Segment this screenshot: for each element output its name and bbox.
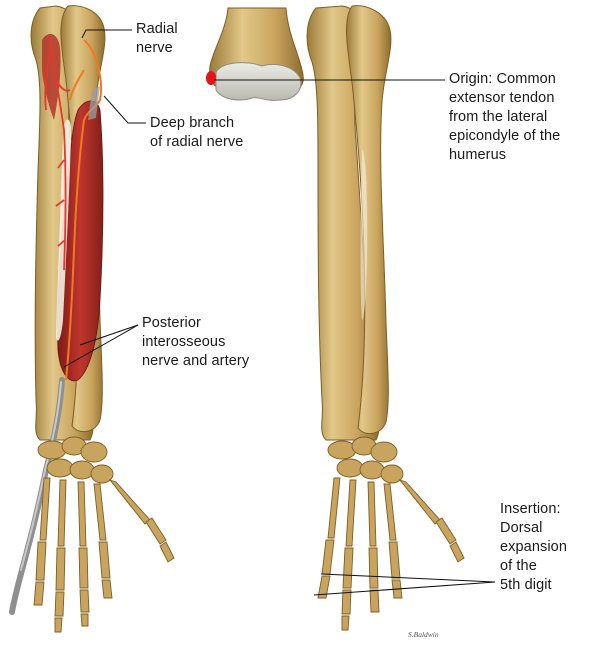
left-tendon-highlight [20, 381, 62, 571]
leader-deep-branch [103, 95, 146, 124]
label-line: Radial [136, 21, 178, 37]
humerus-condyle-cartilage [215, 62, 302, 101]
left-hand [33, 436, 175, 633]
right-interosseous-gap [360, 150, 368, 320]
right-forearm [306, 5, 392, 441]
left-membrane [88, 86, 100, 120]
label-line: interosseous [142, 334, 226, 350]
label-radial-nerve: Radial nerve [136, 20, 178, 58]
label-line: from the lateral [449, 109, 548, 125]
leader-insertion-1 [320, 573, 496, 583]
left-nerve [65, 39, 102, 381]
label-line: expansion [500, 539, 568, 555]
label-line: of the [500, 558, 537, 574]
label-line: nerve and artery [142, 353, 250, 369]
leader-posterior-2 [63, 324, 139, 368]
leader-radial-nerve [81, 29, 132, 39]
label-line: 5th digit [500, 577, 552, 593]
label-deep-branch: Deep branch of radial nerve [150, 114, 243, 152]
leader-posterior-1 [79, 324, 139, 346]
leader-lines [63, 29, 496, 596]
artist-signature: S.Baldwin [408, 630, 439, 639]
label-line: Deep branch [150, 115, 235, 131]
left-tendon-strip [56, 119, 72, 341]
leader-insertion-2 [313, 581, 496, 596]
label-posterior-interosseous: Posterior interosseous nerve and artery [142, 314, 249, 371]
right-ulna-bone [346, 5, 392, 435]
label-insertion: Insertion: Dorsal expansion of the 5th d… [500, 500, 567, 595]
label-line: Insertion: [500, 501, 561, 517]
label-origin: Origin: Common extensor tendon from the … [449, 70, 560, 165]
left-artery [44, 39, 71, 271]
label-line: nerve [136, 40, 173, 56]
origin-marker [206, 71, 216, 85]
label-line: Origin: Common [449, 71, 556, 87]
elbow-joint [206, 7, 304, 101]
right-hand [317, 436, 465, 631]
label-line: Dorsal [500, 520, 543, 536]
label-line: extensor tendon [449, 90, 555, 106]
left-forearm [9, 5, 106, 615]
label-line: epicondyle of the [449, 128, 561, 144]
label-line: of radial nerve [150, 134, 244, 150]
label-line: humerus [449, 147, 507, 163]
left-upper-muscle [42, 33, 61, 120]
label-line: Posterior [142, 315, 201, 331]
